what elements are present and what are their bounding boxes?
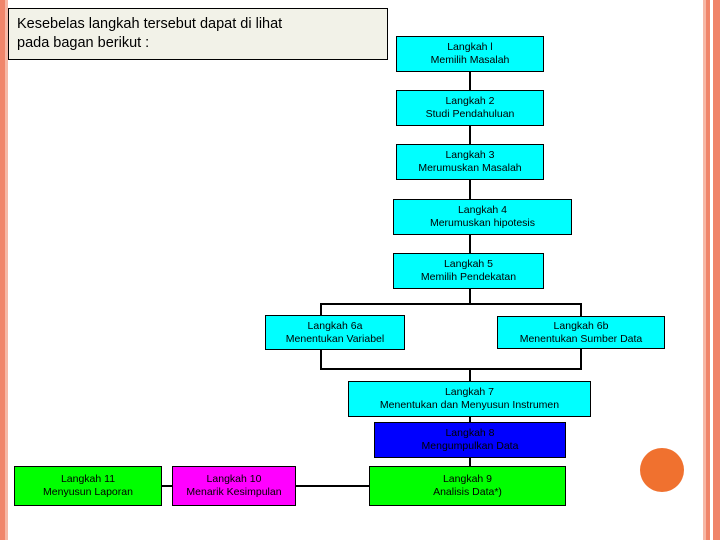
flow-node-step10-title: Langkah 10 [206, 473, 262, 485]
flow-node-step5-title: Langkah 5 [443, 258, 494, 270]
right-edge-bar-outer [713, 0, 720, 540]
flow-node-step9-label: Analisis Data*) [433, 486, 502, 498]
flow-connector-c2-3 [469, 126, 471, 144]
flow-node-step8-title: Langkah 8 [445, 427, 495, 439]
flow-connector-c5-down [469, 289, 471, 303]
right-edge-bar-inner [703, 0, 706, 540]
flow-connector-c6b-up [580, 303, 582, 316]
flow-node-step11-title: Langkah 11 [60, 473, 116, 485]
flow-connector-c8-9 [469, 458, 471, 466]
right-edge-bar-mid [706, 0, 710, 540]
flow-node-step2-title: Langkah 2 [445, 95, 495, 107]
flow-node-step6b-title: Langkah 6b [553, 319, 609, 332]
flow-connector-c9-10 [296, 485, 369, 487]
slide-title: Kesebelas langkah tersebut dapat di liha… [8, 8, 388, 60]
flow-node-step7-title: Langkah 7 [444, 386, 495, 398]
title-line-1: Kesebelas langkah tersebut dapat di liha… [17, 16, 283, 32]
flow-connector-c6a-dn [320, 350, 322, 368]
flow-node-step5-label: Memilih Pendekatan [420, 271, 517, 283]
left-edge-bar-outer [0, 0, 5, 540]
flow-node-step6a-label: Menentukan Variabel [285, 332, 385, 345]
flow-node-step10-label: Menarik Kesimpulan [186, 486, 282, 498]
flow-connector-c-7in [469, 368, 471, 381]
left-edge-bar-inner [5, 0, 8, 540]
flow-node-step1-title: Langkah l [447, 41, 493, 53]
flow-node-step3-label: Merumuskan Masalah [418, 162, 522, 174]
flow-node-step3-title: Langkah 3 [445, 149, 495, 161]
flow-connector-c4-5 [469, 235, 471, 253]
flow-connector-c1-2 [469, 72, 471, 90]
flow-node-step11-label: Menyusun Laporan [43, 486, 133, 498]
flow-connector-c-merge [320, 368, 582, 370]
flow-node-step4-title: Langkah 4 [457, 204, 508, 216]
flow-node-step2-label: Studi Pendahuluan [425, 108, 515, 120]
flow-connector-c7-8 [469, 417, 471, 422]
flow-connector-c3-4 [469, 180, 471, 199]
flow-node-step6a-title: Langkah 6a [307, 319, 363, 332]
flow-node-step8-label: Mengumpulkan Data [421, 440, 519, 452]
title-line-2: pada bagan berikut : [17, 35, 150, 51]
flow-connector-c-split [320, 303, 582, 305]
flow-node-step9-title: Langkah 9 [442, 473, 493, 485]
flow-node-step7-label: Menentukan dan Menyusun Instrumen [379, 399, 560, 411]
flow-connector-c6b-dn [580, 349, 582, 368]
flow-node-step6b-label: Menentukan Sumber Data [519, 332, 643, 345]
flow-node-step1-label: Memilih Masalah [430, 54, 510, 66]
flow-node-step4-label: Merumuskan hipotesis [429, 217, 536, 229]
orange-circle-decoration [640, 448, 684, 492]
flow-connector-c6a-up [320, 303, 322, 315]
flow-connector-c10-11 [162, 485, 172, 487]
